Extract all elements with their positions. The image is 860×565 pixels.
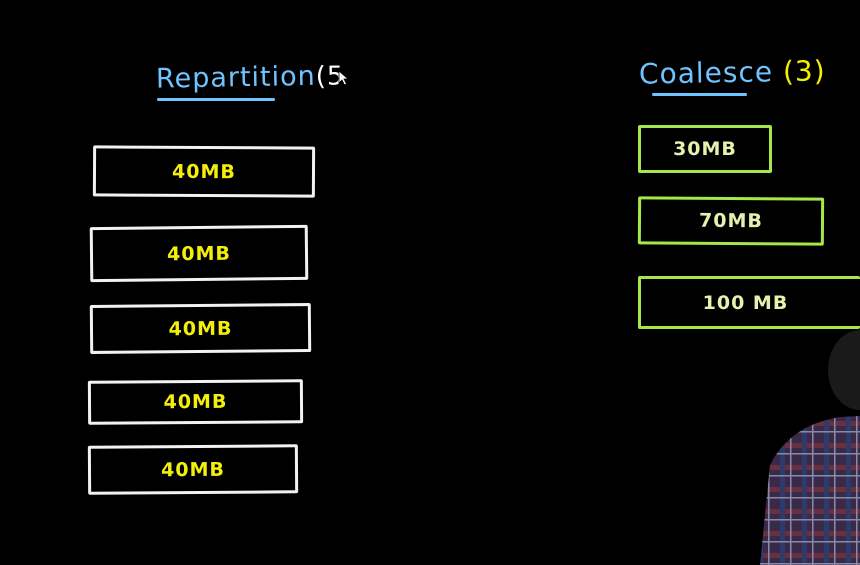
repartition-heading: Repartition(5 xyxy=(155,60,345,95)
partition-size-label: 100 MB xyxy=(702,291,789,314)
partition-size-label: 30MB xyxy=(673,138,737,160)
partition-size-label: 40MB xyxy=(172,160,236,183)
repartition-partition-3: 40MB xyxy=(89,303,312,354)
coalesce-underline xyxy=(652,93,747,96)
coalesce-heading: Coalesce (3) xyxy=(639,54,826,90)
coalesce-count: (3) xyxy=(782,54,826,89)
partition-size-label: 40MB xyxy=(168,317,233,340)
coalesce-partition-1: 30MB xyxy=(638,125,772,173)
repartition-partition-1: 40MB xyxy=(92,145,316,198)
repartition-underline xyxy=(157,98,275,101)
partition-size-label: 70MB xyxy=(699,209,763,233)
repartition-partition-2: 40MB xyxy=(89,224,309,283)
partition-size-label: 40MB xyxy=(163,390,228,414)
coalesce-partition-3: 100 MB xyxy=(638,276,860,329)
repartition-partition-5: 40MB xyxy=(87,444,299,495)
coalesce-partition-2: 70MB xyxy=(637,196,825,246)
presenter-person-icon xyxy=(760,330,860,565)
repartition-title: Repartition xyxy=(155,60,317,95)
partition-size-label: 40MB xyxy=(161,458,225,481)
mouse-cursor-icon xyxy=(338,70,350,86)
repartition-partition-4: 40MB xyxy=(87,379,304,425)
coalesce-title: Coalesce xyxy=(638,55,774,91)
partition-size-label: 40MB xyxy=(166,242,232,265)
